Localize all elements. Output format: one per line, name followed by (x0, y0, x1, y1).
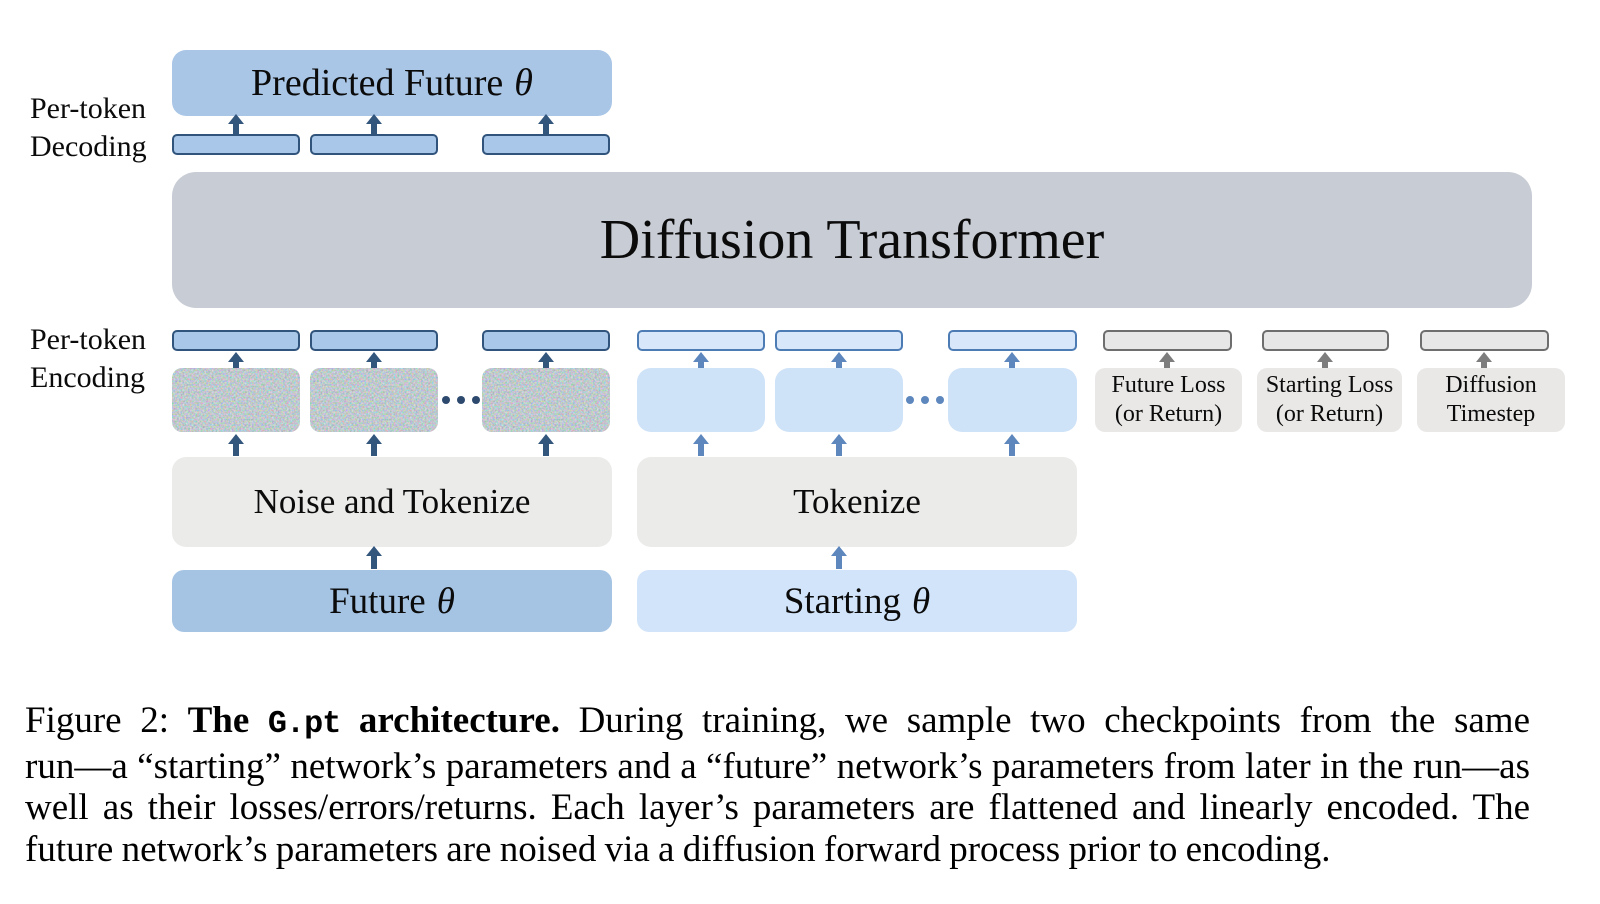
noise-and-tokenize-label: Noise and Tokenize (253, 482, 531, 521)
future-loss-token: Future Loss (or Return) (1095, 368, 1242, 432)
theta-symbol: θ (436, 580, 455, 622)
up-arrow-icon (831, 352, 847, 368)
caption-bold-the: The (187, 700, 268, 741)
starting-parameter-token (637, 368, 765, 432)
up-arrow-icon (228, 114, 244, 134)
gpt-monospace-name: G.pt (267, 706, 341, 742)
or-return-label: (or Return) (1114, 401, 1223, 427)
up-arrow-icon (228, 352, 244, 368)
up-arrow-icon (228, 434, 244, 456)
noised-parameter-token (482, 368, 610, 432)
up-arrow-icon (538, 434, 554, 456)
up-arrow-icon (1317, 352, 1333, 368)
predicted-future-label: Predicted Future (251, 62, 504, 104)
per-token-decoding-label: Per-token Decoding (30, 90, 147, 166)
per-token-label-line: Per-token (30, 92, 147, 125)
theta-symbol: θ (514, 62, 533, 104)
diffusion-transformer-box: Diffusion Transformer (172, 172, 1532, 308)
up-arrow-icon (693, 434, 709, 456)
diffusion-transformer-label: Diffusion Transformer (599, 209, 1105, 271)
encoded-token-bar-starting (637, 330, 765, 351)
or-return-label: (or Return) (1275, 401, 1384, 427)
encoded-token-bar-noised (482, 330, 610, 351)
future-loss-label: Future Loss (1111, 372, 1226, 398)
decoded-token-bar (482, 134, 610, 155)
tokenize-label: Tokenize (793, 482, 921, 521)
up-arrow-icon (1004, 352, 1020, 368)
encoded-token-bar-noised (310, 330, 438, 351)
caption-line-4: future network’s parameters are noised v… (25, 828, 1331, 870)
caption-bold-architecture: architecture. (340, 700, 560, 741)
noised-parameter-token (172, 368, 300, 432)
up-arrow-icon (1159, 352, 1175, 368)
per-token-label-line: Per-token (30, 323, 147, 356)
starting-parameter-token (775, 368, 903, 432)
encoded-token-bar-condition (1420, 330, 1549, 351)
caption-text: During training, we sample two checkpoin… (559, 700, 1530, 741)
per-token-encoding-label: Per-token Encoding (30, 321, 146, 397)
decoding-label-line: Decoding (30, 130, 147, 163)
up-arrow-icon (693, 352, 709, 368)
decoded-token-bar (172, 134, 300, 155)
up-arrow-icon (366, 434, 382, 456)
encoded-token-bar-condition (1103, 330, 1232, 351)
noise-and-tokenize-box: Noise and Tokenize (172, 457, 612, 547)
up-arrow-icon (366, 352, 382, 368)
starting-parameter-token (948, 368, 1077, 432)
encoded-token-bar-starting (948, 330, 1077, 351)
up-arrow-icon (538, 114, 554, 134)
decoded-token-bar (310, 134, 438, 155)
ellipsis-dots (442, 396, 480, 404)
noised-parameter-token (310, 368, 438, 432)
diffusion-timestep-token: Diffusion Timestep (1417, 368, 1565, 432)
up-arrow-icon (1004, 434, 1020, 456)
tokenize-box: Tokenize (637, 457, 1077, 547)
caption-line-3: well as their losses/errors/returns. Eac… (25, 787, 1530, 828)
encoded-token-bar-starting (775, 330, 903, 351)
encoded-token-bar-condition (1262, 330, 1389, 351)
caption-line-2: run—a “starting” network’s parameters an… (25, 745, 1530, 787)
diffusion-timestep-label: Diffusion (1445, 372, 1537, 398)
figure-number: Figure 2: (25, 700, 188, 741)
caption-line-1: Figure 2: The G.pt architecture. During … (25, 700, 1530, 746)
up-arrow-icon (366, 114, 382, 134)
encoding-label-line: Encoding (30, 361, 145, 394)
up-arrow-icon (831, 434, 847, 456)
up-arrow-icon (366, 546, 382, 569)
starting-label: Starting (783, 580, 901, 622)
up-arrow-icon (538, 352, 554, 368)
figure-caption: Figure 2: The G.pt architecture. During … (25, 700, 1530, 870)
up-arrow-icon (1476, 352, 1492, 368)
starting-loss-label: Starting Loss (1265, 372, 1394, 398)
future-label: Future (329, 580, 426, 622)
ellipsis-dots (906, 396, 944, 404)
up-arrow-icon (831, 546, 847, 569)
theta-symbol: θ (911, 580, 931, 622)
starting-loss-token: Starting Loss (or Return) (1257, 368, 1402, 432)
timestep-label: Timestep (1446, 401, 1536, 427)
encoded-token-bar-noised (172, 330, 300, 351)
